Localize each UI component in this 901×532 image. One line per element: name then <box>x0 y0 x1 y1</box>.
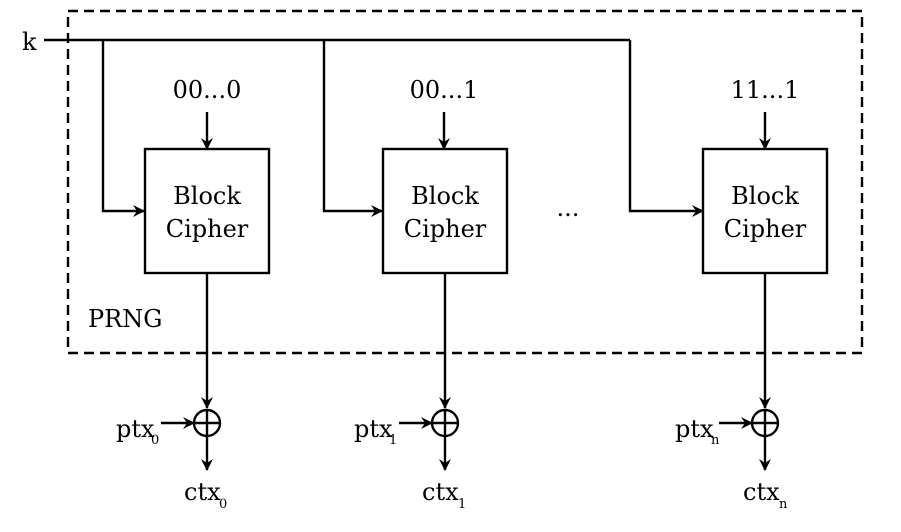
key-feed-arrow-1 <box>322 40 383 217</box>
block-cipher-box-0 <box>143 147 271 275</box>
key-feed-arrow-0 <box>101 40 145 217</box>
block-cipher-0: 00...0 Block Cipher ptx 0 ctx 0 <box>116 76 271 512</box>
block-label-1: Block <box>411 182 479 210</box>
cipher-label-1: Cipher <box>404 215 487 243</box>
key-label: k <box>22 28 37 56</box>
ctx-sub-0: 0 <box>219 497 227 512</box>
block-cipher-1: 00...1 Block Cipher ptx 1 ctx 1 <box>354 76 509 512</box>
prng-container <box>66 9 864 355</box>
ptx-label-0: ptx <box>116 415 155 443</box>
cipher-label-2: Cipher <box>724 215 807 243</box>
block-label-2: Block <box>731 182 799 210</box>
ctx-sub-1: 1 <box>458 497 466 512</box>
ptx-sub-0: 0 <box>151 433 159 448</box>
counter-label-2: 11...1 <box>731 76 800 104</box>
counter-label-1: 00...1 <box>410 76 479 104</box>
ctx-label-1: ctx <box>422 478 459 506</box>
ptx-label-2: ptx <box>675 415 714 443</box>
ptx-sub-2: n <box>711 433 720 448</box>
block-cipher-box-1 <box>381 147 509 275</box>
cipher-label-0: Cipher <box>166 215 249 243</box>
ctx-label-2: ctx <box>743 478 780 506</box>
key-feed-arrow-2 <box>628 40 704 217</box>
block-cipher-box-2 <box>701 147 829 275</box>
ptx-sub-1: 1 <box>389 433 397 448</box>
ctx-label-0: ctx <box>184 478 221 506</box>
block-label-0: Block <box>173 182 241 210</box>
counter-label-0: 00...0 <box>173 76 242 104</box>
prng-label: PRNG <box>88 305 162 333</box>
ptx-label-1: ptx <box>354 415 393 443</box>
ctx-sub-2: n <box>779 497 788 512</box>
ellipsis-label: ... <box>557 194 580 222</box>
block-cipher-n: 11...1 Block Cipher ptx n ctx n <box>675 76 829 512</box>
